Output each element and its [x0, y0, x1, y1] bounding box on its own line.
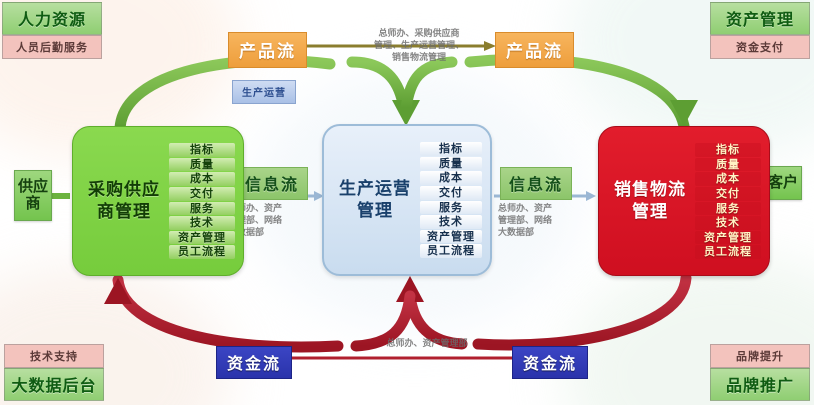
sales-item: 成本: [695, 172, 761, 186]
corner-tag-brand: 品牌提升 品牌推广: [710, 344, 810, 401]
sales-item: 指标: [695, 143, 761, 157]
sales-item: 员工流程: [695, 245, 761, 259]
sales-item: 交付: [695, 186, 761, 201]
pill-production-operations: 生产运营: [232, 80, 296, 104]
caption-info-flow-right: 总师办、资产 管理部、网络 大数据部: [498, 204, 553, 239]
arrow-red-right: [396, 272, 692, 351]
production-item: 质量: [420, 156, 482, 171]
corner-tag-asset-management: 资产管理 资金支付: [710, 2, 810, 59]
side-label-customer: 客户: [764, 166, 802, 200]
chip-info-flow-left: 信息流: [236, 167, 309, 200]
procurement-item: 成本: [169, 172, 235, 186]
procurement-title: 采购供应商管理: [88, 179, 160, 222]
procurement-item: 指标: [169, 143, 235, 157]
process-box-sales[interactable]: 销售物流管理 指标 质量 成本 交付 服务 技术 资产管理 员工流程: [598, 126, 770, 276]
production-item-list: 指标 质量 成本 交付 服务 技术 资产管理 员工流程: [416, 142, 482, 258]
bigdata-title: 大数据后台: [4, 368, 104, 401]
sales-item: 资产管理: [695, 230, 761, 245]
production-title: 生产运营管理: [339, 178, 411, 221]
process-box-procurement[interactable]: 采购供应商管理 指标 质量 成本 交付 服务 技术 资产管理 员工流程: [72, 126, 244, 276]
arrow-red-left: [104, 274, 416, 353]
procurement-item: 员工流程: [169, 245, 235, 259]
chip-product-flow-right: 产品流: [495, 32, 574, 68]
brand-subtitle: 品牌提升: [710, 344, 810, 368]
process-box-production[interactable]: 生产运营管理 指标 质量 成本 交付 服务 技术 资产管理 员工流程: [322, 124, 492, 276]
hr-title: 人力资源: [2, 2, 102, 35]
caption-product-flow: 总师办、采购供应商 管理、生产运营管理、 销售物流管理: [373, 29, 464, 64]
caption-capital-flow: 总师办、资产管理部: [386, 339, 468, 349]
side-label-supplier: 供应商: [14, 170, 52, 221]
corner-tag-big-data: 技术支持 大数据后台: [4, 344, 104, 401]
brand-title: 品牌推广: [710, 368, 810, 401]
sales-item-list: 指标 质量 成本 交付 服务 技术 资产管理 员工流程: [691, 143, 761, 259]
caption-info-flow-left: 总师办、资产 管理部、网络 大数据部: [228, 204, 283, 239]
production-item: 资产管理: [420, 229, 482, 244]
sales-item: 服务: [695, 201, 761, 216]
hr-subtitle: 人员后勤服务: [2, 35, 102, 59]
procurement-item: 技术: [169, 216, 235, 230]
chip-product-flow-left: 产品流: [228, 32, 307, 68]
procurement-item: 服务: [169, 201, 235, 216]
chip-info-flow-right: 信息流: [500, 167, 573, 200]
corner-tag-human-resources: 人力资源 人员后勤服务: [2, 2, 102, 59]
procurement-item: 资产管理: [169, 230, 235, 245]
production-item: 交付: [420, 185, 482, 200]
sales-item: 技术: [695, 216, 761, 230]
procurement-item: 交付: [169, 186, 235, 201]
asset-subtitle: 资金支付: [710, 35, 810, 59]
asset-title: 资产管理: [710, 2, 810, 35]
capital-flow-line: [274, 352, 512, 364]
chip-capital-flow-left: 资金流: [216, 346, 293, 379]
production-item: 成本: [420, 171, 482, 185]
production-item: 员工流程: [420, 244, 482, 258]
production-item: 服务: [420, 200, 482, 215]
sales-item: 质量: [695, 157, 761, 172]
sales-title: 销售物流管理: [614, 179, 686, 222]
arrow-green-right: [400, 53, 698, 132]
production-item: 技术: [420, 215, 482, 229]
procurement-item: 质量: [169, 157, 235, 172]
bigdata-subtitle: 技术支持: [4, 344, 104, 368]
production-item: 指标: [420, 142, 482, 156]
chip-capital-flow-right: 资金流: [512, 346, 589, 379]
procurement-item-list: 指标 质量 成本 交付 服务 技术 资产管理 员工流程: [165, 143, 235, 259]
